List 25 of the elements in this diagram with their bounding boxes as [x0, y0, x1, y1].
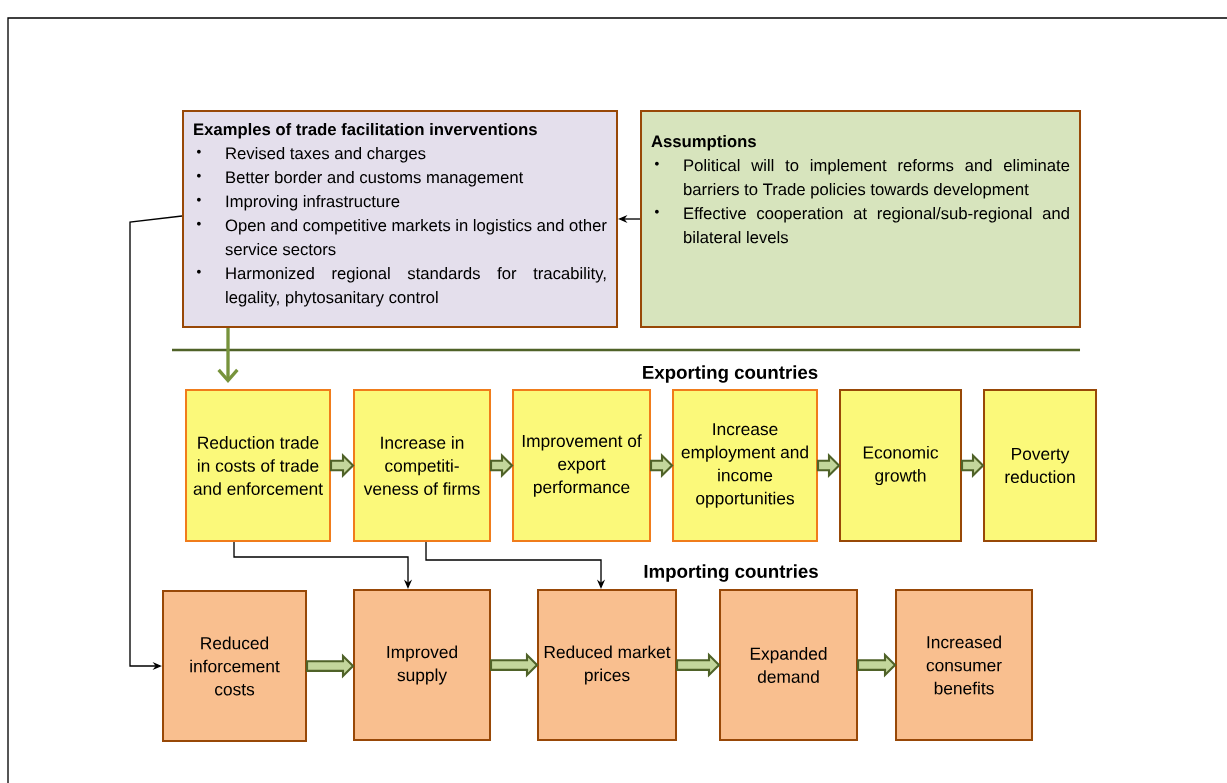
section-heading: Importing countries [644, 564, 818, 582]
process-box: Improved supply [353, 589, 491, 741]
process-box: Economic growth [839, 389, 962, 542]
list-box: Assumptions Political will to implement reforms and eliminate barriers to Trade policies towards development Effective cooperation at regional/sub-regional and bilateral levels [640, 110, 1081, 328]
process-box: Increase in competiti-veness of firms [353, 389, 491, 542]
process-box: Expanded demand [719, 589, 858, 741]
process-box: Poverty reduction [983, 389, 1097, 542]
process-box: Reduction trade in costs of trade and enforcement [185, 389, 331, 542]
process-box: Reduced inforcement costs [162, 590, 307, 742]
arrow [217, 328, 239, 383]
process-box: Improvement of export performance [512, 389, 651, 542]
block-arrow [489, 452, 514, 479]
block-arrow [329, 452, 355, 479]
block-arrow [649, 452, 674, 479]
block-arrow [960, 452, 985, 479]
block-arrow [816, 452, 841, 479]
block-arrow [856, 652, 897, 678]
block-arrow [305, 653, 355, 679]
process-box: Reduced market prices [537, 589, 677, 741]
section-heading: Exporting countries [643, 365, 818, 383]
block-arrow [675, 652, 721, 678]
list-box: Examples of trade facilitation inverventions Revised taxes and charges Better border and customs management Improving infrastructure Open and competitive markets in logistics and other service sectors Harmonized regional standards for tracability, legality, phytosanitary control [182, 110, 618, 328]
process-box: Increased consumer benefits [895, 589, 1033, 741]
block-arrow [489, 652, 539, 678]
process-box: Increase employment and income opportunities [672, 389, 818, 542]
